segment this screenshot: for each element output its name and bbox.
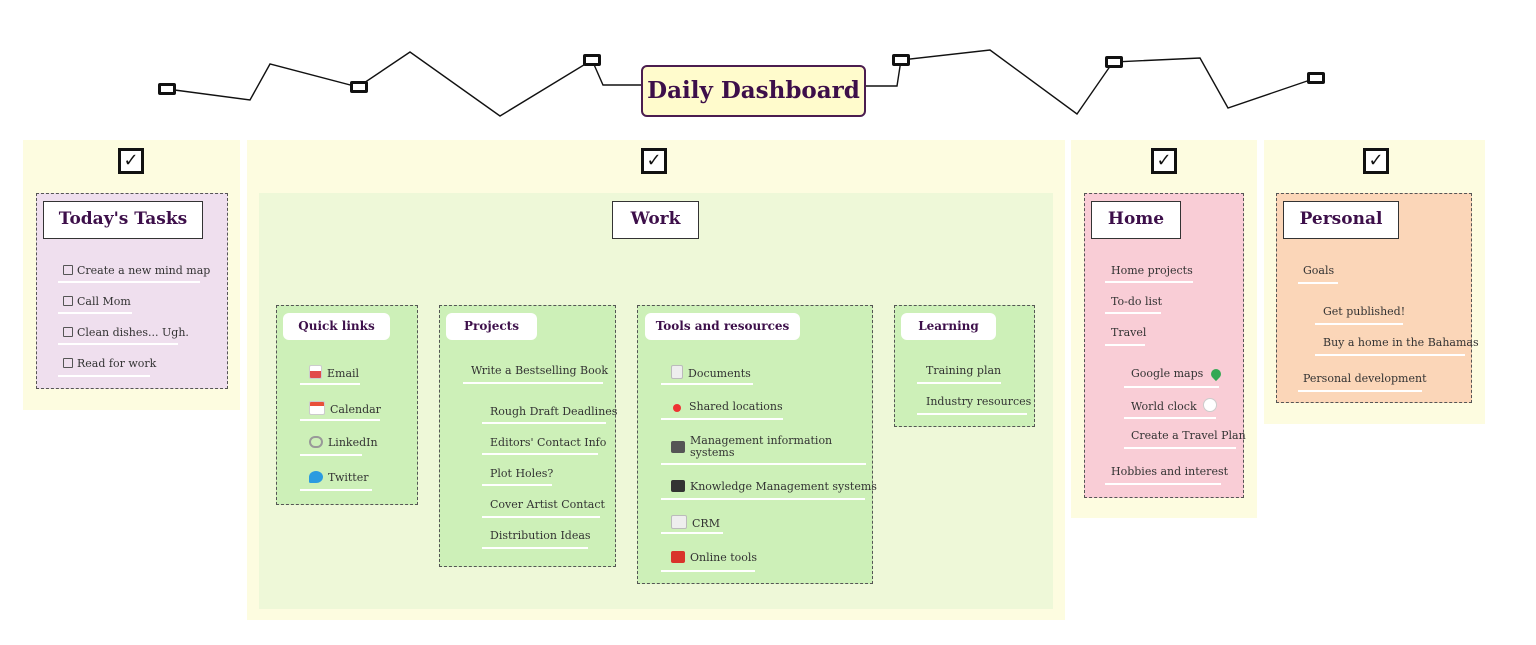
today-topic[interactable]: Today's Tasks (43, 201, 203, 239)
email-icon (309, 365, 322, 379)
mini-node[interactable] (350, 81, 368, 93)
project-subitem[interactable]: Plot Holes? (490, 467, 554, 480)
calendar-icon (309, 401, 325, 415)
tool-item-shared-locations[interactable]: Shared locations (671, 400, 783, 414)
projects-section (439, 305, 616, 567)
link-item-email[interactable]: Email (309, 365, 359, 381)
document-icon (671, 365, 683, 379)
home-item[interactable]: Home projects (1111, 264, 1193, 277)
home-item[interactable]: Hobbies and interest (1111, 465, 1229, 478)
home-item[interactable]: To-do list (1111, 295, 1163, 308)
travel-item[interactable]: Create a Travel Plan (1131, 429, 1246, 442)
checkbox-icon[interactable] (63, 265, 73, 275)
tool-item-online-tools[interactable]: Online tools (671, 551, 757, 565)
link-icon (309, 436, 323, 448)
mini-node[interactable] (583, 54, 601, 66)
checkbox-icon[interactable] (63, 358, 73, 368)
work-topic[interactable]: Work (612, 201, 699, 239)
task-item[interactable]: Clean dishes... Ugh. (63, 326, 189, 340)
link-item-linkedin[interactable]: LinkedIn (309, 436, 378, 450)
pin-icon (673, 404, 681, 412)
project-subitem[interactable]: Cover Artist Contact (490, 498, 605, 511)
travel-item-world-clock[interactable]: World clock (1131, 398, 1222, 414)
card-icon (671, 515, 687, 529)
clock-icon (1202, 398, 1217, 412)
tools-topic[interactable]: Tools and resources (645, 313, 800, 340)
goal-item[interactable]: Buy a home in the Bahamas (1323, 336, 1479, 349)
monitor-icon (671, 441, 685, 453)
project-subitem[interactable]: Editors' Contact Info (490, 436, 607, 449)
travel-item-google-maps[interactable]: Google maps (1131, 366, 1226, 382)
map-pin-icon (1209, 366, 1224, 382)
projects-topic[interactable]: Projects (446, 313, 537, 340)
zigzag-left (166, 51, 641, 117)
goal-item[interactable]: Get published! (1323, 305, 1406, 318)
main-title[interactable]: Daily Dashboard (641, 65, 866, 117)
mini-node[interactable] (1307, 72, 1325, 84)
toolbox-icon (671, 551, 685, 563)
task-item[interactable]: Call Mom (63, 295, 131, 309)
personal-item[interactable]: Personal development (1303, 372, 1427, 385)
project-subitem[interactable]: Rough Draft Deadlines (490, 405, 618, 418)
checkbox-icon[interactable]: ✓ (1363, 148, 1389, 174)
home-topic[interactable]: Home (1091, 201, 1181, 239)
zigzag-right (866, 49, 1317, 115)
checkbox-icon[interactable]: ✓ (1151, 148, 1177, 174)
project-item[interactable]: Write a Bestselling Book (471, 364, 609, 377)
project-subitem[interactable]: Distribution Ideas (490, 529, 591, 542)
link-item-calendar[interactable]: Calendar (309, 401, 381, 417)
tool-item-crm[interactable]: CRM (671, 515, 720, 531)
learning-item[interactable]: Training plan (926, 364, 1002, 377)
bird-icon (309, 471, 323, 483)
task-item[interactable]: Read for work (63, 357, 156, 371)
tool-item-documents[interactable]: Documents (671, 365, 751, 381)
checkbox-icon[interactable]: ✓ (641, 148, 667, 174)
task-item[interactable]: Create a new mind map (63, 264, 210, 278)
mini-node[interactable] (1105, 56, 1123, 68)
personal-topic[interactable]: Personal (1283, 201, 1399, 239)
clapperboard-icon (671, 480, 685, 492)
checkbox-icon[interactable] (63, 327, 73, 337)
learning-topic[interactable]: Learning (901, 313, 996, 340)
mini-node[interactable] (892, 54, 910, 66)
learning-item[interactable]: Industry resources (926, 395, 1032, 408)
checkbox-icon[interactable] (63, 296, 73, 306)
checkbox-icon[interactable]: ✓ (118, 148, 144, 174)
quick-links-topic[interactable]: Quick links (283, 313, 390, 340)
link-item-twitter[interactable]: Twitter (309, 471, 369, 485)
home-item[interactable]: Travel (1111, 326, 1147, 339)
tool-item-kms[interactable]: Knowledge Management systems (671, 480, 877, 494)
personal-item[interactable]: Goals (1303, 264, 1335, 277)
mini-node[interactable] (158, 83, 176, 95)
